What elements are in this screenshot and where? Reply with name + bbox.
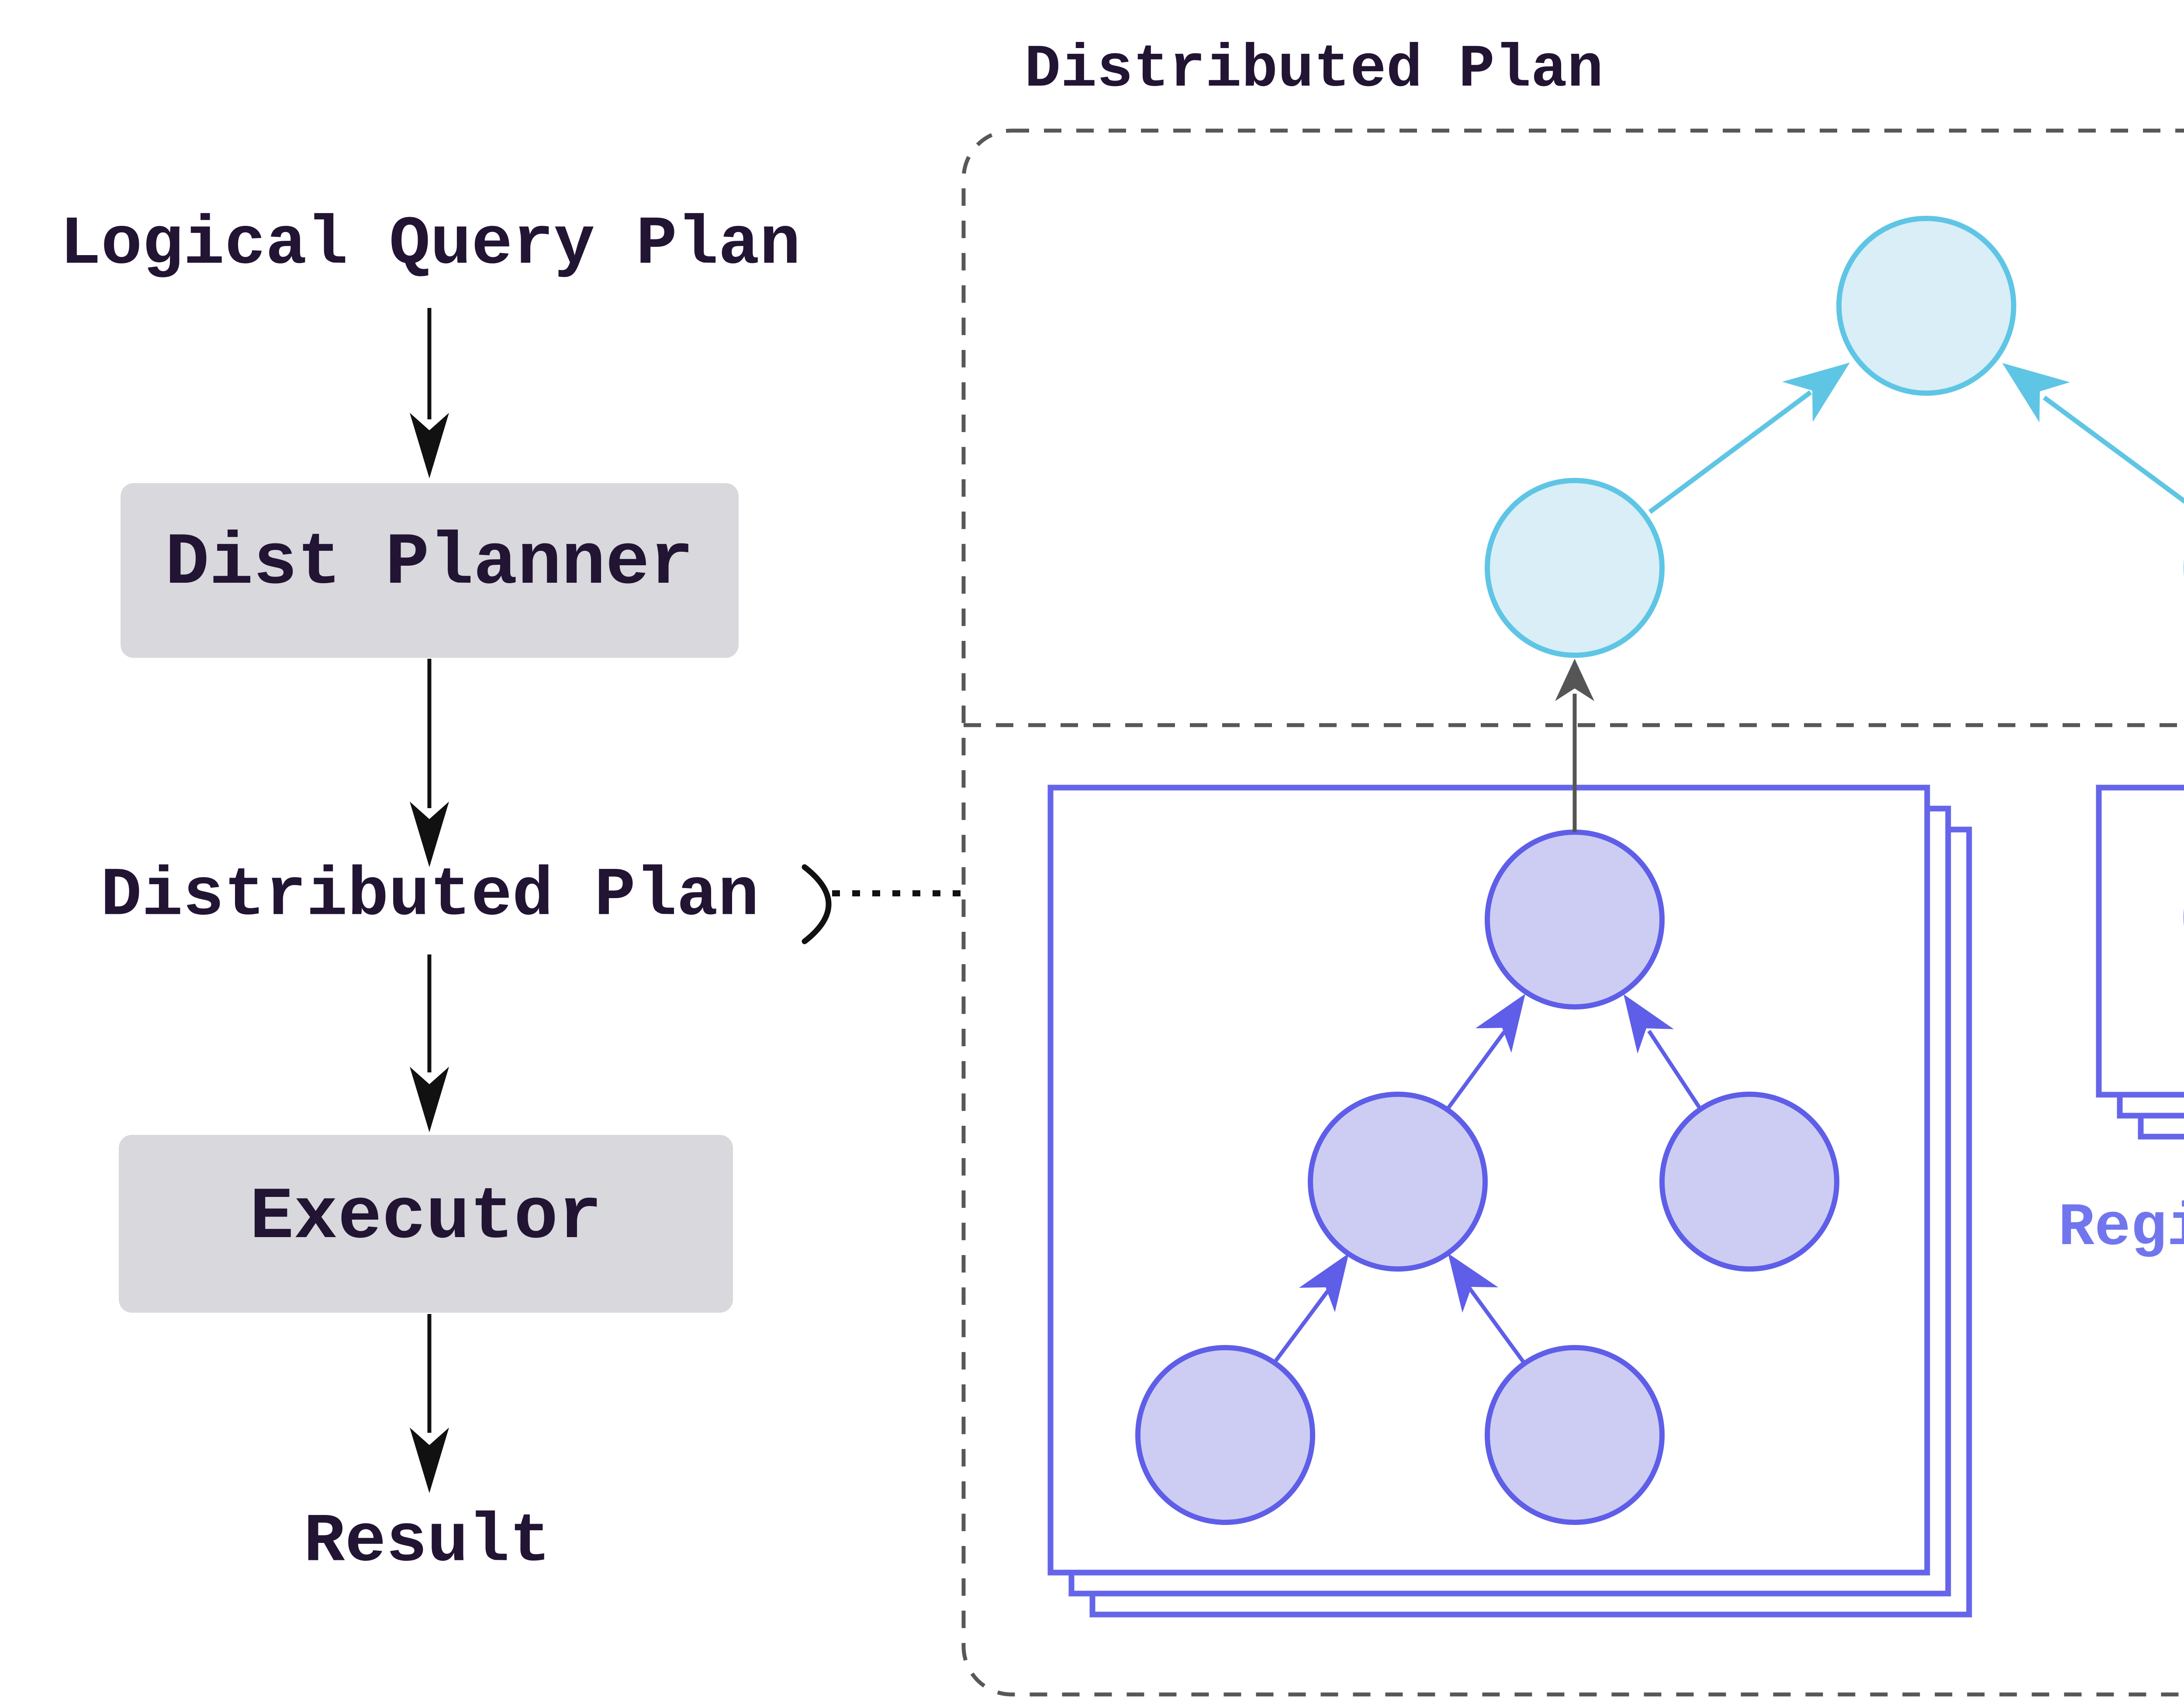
datanode-node-root xyxy=(1485,830,1665,1010)
executor-label: Executor xyxy=(249,1176,602,1259)
distributed-plan-dashed-container xyxy=(961,128,2184,1697)
datanode-node-mid-right xyxy=(1659,1092,1839,1272)
arrow-distributed-plan-to-executor xyxy=(410,954,449,1132)
arrow-dist-planner-to-distributed-plan xyxy=(410,659,449,867)
executor-box xyxy=(119,1135,733,1313)
dist-planner-box xyxy=(121,483,739,658)
frontend-node-root xyxy=(1836,216,2016,396)
region-sheets xyxy=(2096,785,2184,1140)
result-label: Result xyxy=(304,1503,551,1581)
datanode-node-mid-left xyxy=(1308,1092,1488,1272)
logical-query-plan-label: Logical Query Plan xyxy=(60,206,801,284)
distributed-plan-bracket xyxy=(802,864,832,944)
distributed-plan-panel-title: Distributed Plan xyxy=(1024,36,1603,104)
regions-label: Regions xyxy=(2058,1194,2184,1262)
distributed-plan-label: Distributed Plan xyxy=(100,857,759,935)
datanode-node-leaf-left xyxy=(1135,1345,1315,1525)
dist-planner-label: Dist Planner xyxy=(165,522,694,605)
arrow-logical-plan-to-dist-planner xyxy=(410,308,449,478)
datanode-tree-edges xyxy=(1272,994,1702,1365)
frontend-node-left xyxy=(1485,478,1665,658)
region-sheet-1 xyxy=(2096,785,2184,1098)
connector-plan-to-frontend-left xyxy=(1555,659,1594,832)
datanode-node-leaf-mid xyxy=(1485,1345,1665,1525)
arrow-executor-to-result xyxy=(410,1314,449,1493)
frontend-tree-edges xyxy=(1648,363,2184,514)
